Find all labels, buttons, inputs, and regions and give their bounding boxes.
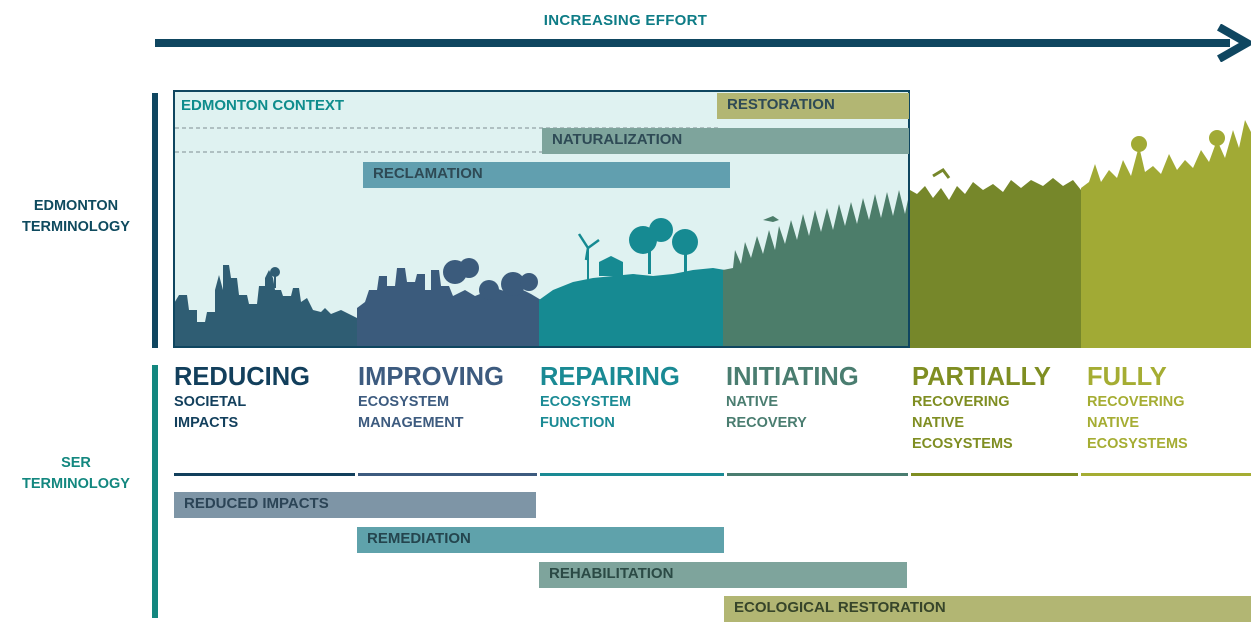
remediation-bar: REMEDIATION [357, 527, 724, 553]
stage-subtitle: ECOSYSTEM [358, 394, 450, 410]
increasing-effort-label: INCREASING EFFORT [543, 12, 708, 29]
stage-underline [911, 473, 1078, 476]
stage-underline [358, 473, 537, 476]
ecological-restoration-bar: ECOLOGICAL RESTORATION [724, 596, 1251, 622]
stage-partially: PARTIALLY RECOVERING NATIVE ECOSYSTEMS [912, 362, 1082, 455]
stage-subtitle: IMPACTS [174, 415, 239, 431]
rural-segment [539, 218, 725, 348]
city-skyline-segment [173, 265, 357, 348]
stage-repairing: REPAIRING ECOSYSTEM FUNCTION [540, 362, 722, 434]
stage-title: INITIATING [726, 363, 859, 391]
native-ecosystem-segment [1081, 120, 1251, 348]
edmonton-context-label: EDMONTON CONTEXT [181, 97, 345, 114]
stage-title: REPAIRING [540, 363, 680, 391]
stage-subtitle: RECOVERING [912, 394, 1010, 410]
naturalization-bar: NATURALIZATION [542, 128, 909, 154]
stage-subtitle: NATIVE [1087, 415, 1140, 431]
stage-underline [174, 473, 355, 476]
stage-subtitle: FUNCTION [540, 415, 615, 431]
stage-underline [1081, 473, 1251, 476]
restoration-bar: RESTORATION [717, 93, 909, 119]
rehabilitation-bar: REHABILITATION [539, 562, 907, 588]
stage-subtitle: MANAGEMENT [358, 415, 464, 431]
stage-improving: IMPROVING ECOSYSTEM MANAGEMENT [358, 362, 540, 434]
stage-subtitle: ECOSYSTEMS [912, 436, 1013, 452]
urban-trees-segment [357, 258, 541, 348]
stage-fully: FULLY RECOVERING NATIVE ECOSYSTEMS [1087, 362, 1247, 455]
stage-reducing: REDUCING SOCIETAL IMPACTS [174, 362, 356, 434]
edmonton-terminology-bracket [152, 93, 158, 348]
stage-subtitle: NATIVE [726, 394, 779, 410]
edmonton-context-frame [173, 90, 910, 348]
edmonton-terminology-label: EDMONTON TERMINOLOGY [22, 198, 130, 235]
reduced-impacts-bar: REDUCED IMPACTS [174, 492, 536, 518]
stage-title: FULLY [1087, 363, 1167, 391]
stage-title: REDUCING [174, 363, 311, 391]
stage-subtitle: RECOVERING [1087, 394, 1185, 410]
shrubland-segment [910, 168, 1081, 348]
landscape-illustration [173, 90, 1251, 348]
stage-title: PARTIALLY [912, 363, 1051, 391]
forest-segment [723, 190, 910, 348]
stage-subtitle: RECOVERY [726, 415, 807, 431]
increasing-effort-arrow [155, 24, 1251, 62]
ser-terminology-bracket [152, 365, 158, 618]
stage-underline [540, 473, 724, 476]
stage-title: IMPROVING [358, 363, 504, 391]
stage-subtitle: ECOSYSTEM [540, 394, 632, 410]
stage-underline [727, 473, 908, 476]
stage-subtitle: ECOSYSTEMS [1087, 436, 1188, 452]
stage-initiating: INITIATING NATIVE RECOVERY [726, 362, 908, 434]
stage-subtitle: NATIVE [912, 415, 965, 431]
ser-terminology-label: SER TERMINOLOGY [22, 455, 130, 492]
stage-subtitle: SOCIETAL [174, 394, 247, 410]
reclamation-bar: RECLAMATION [363, 162, 730, 188]
